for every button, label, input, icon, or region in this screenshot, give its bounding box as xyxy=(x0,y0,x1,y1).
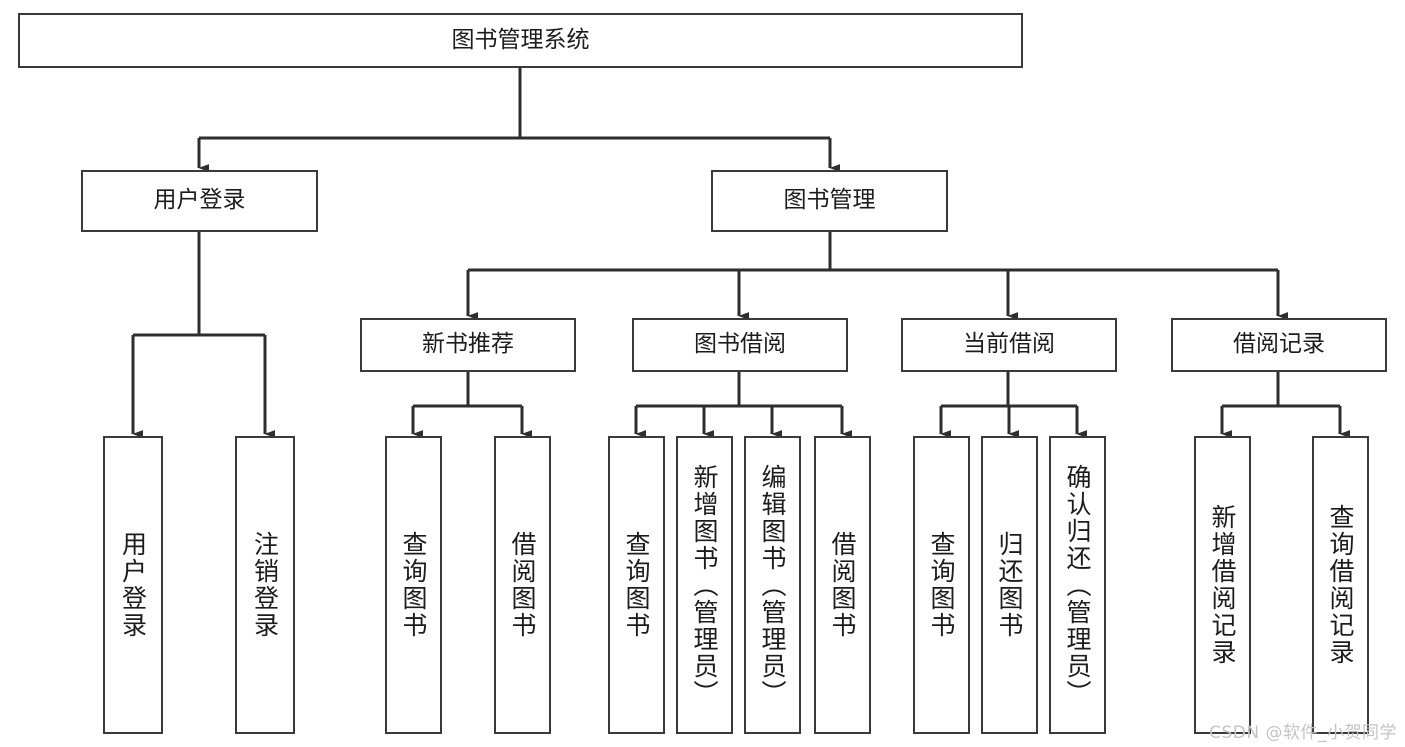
node-leaf-borrow-book-1[interactable]: 借阅图书 xyxy=(494,436,551,734)
node-root-label: 图书管理系统 xyxy=(451,26,590,53)
node-leaf-query-book-1[interactable]: 查询图书 xyxy=(385,436,442,734)
node-leaf-user-logout-label: 注销登录 xyxy=(250,531,280,639)
node-leaf-edit-book-label: 编辑图书（管理员） xyxy=(758,463,787,707)
node-leaf-borrow-book-1-label: 借阅图书 xyxy=(508,531,537,639)
node-book-management-group-label: 图书管理 xyxy=(783,187,876,214)
node-leaf-borrow-book-2[interactable]: 借阅图书 xyxy=(814,436,871,734)
node-user-login-group[interactable]: 用户登录 xyxy=(81,170,318,232)
node-leaf-borrow-book-2-label: 借阅图书 xyxy=(828,531,857,639)
node-new-book-recommend[interactable]: 新书推荐 xyxy=(360,318,576,372)
node-leaf-return-book-label: 归还图书 xyxy=(995,531,1024,639)
node-leaf-query-record-label: 查询借阅记录 xyxy=(1326,504,1355,666)
node-leaf-add-book-label: 新增图书（管理员） xyxy=(690,463,719,707)
node-leaf-add-book[interactable]: 新增图书（管理员） xyxy=(676,436,733,734)
node-leaf-query-book-3[interactable]: 查询图书 xyxy=(913,436,970,734)
node-new-book-recommend-label: 新书推荐 xyxy=(422,331,514,358)
node-user-login-group-label: 用户登录 xyxy=(153,187,246,214)
node-leaf-query-book-1-label: 查询图书 xyxy=(399,531,428,639)
node-book-management-group[interactable]: 图书管理 xyxy=(711,170,948,232)
node-leaf-query-book-2-label: 查询图书 xyxy=(622,531,651,639)
node-leaf-edit-book[interactable]: 编辑图书（管理员） xyxy=(744,436,801,734)
node-leaf-confirm-return[interactable]: 确认归还（管理员） xyxy=(1049,436,1106,734)
node-borrow-record[interactable]: 借阅记录 xyxy=(1171,318,1387,372)
node-leaf-user-logout[interactable]: 注销登录 xyxy=(235,436,295,734)
node-root[interactable]: 图书管理系统 xyxy=(18,13,1023,68)
node-leaf-user-login-label: 用户登录 xyxy=(118,531,148,639)
node-book-borrow-label: 图书借阅 xyxy=(694,331,786,358)
node-leaf-query-record[interactable]: 查询借阅记录 xyxy=(1312,436,1369,734)
node-borrow-record-label: 借阅记录 xyxy=(1233,331,1325,358)
node-leaf-add-record-label: 新增借阅记录 xyxy=(1208,504,1237,666)
node-leaf-confirm-return-label: 确认归还（管理员） xyxy=(1063,463,1092,707)
node-leaf-add-record[interactable]: 新增借阅记录 xyxy=(1194,436,1251,734)
node-leaf-query-book-2[interactable]: 查询图书 xyxy=(608,436,665,734)
node-current-borrow-label: 当前借阅 xyxy=(963,331,1055,358)
node-leaf-return-book[interactable]: 归还图书 xyxy=(981,436,1038,734)
node-leaf-query-book-3-label: 查询图书 xyxy=(927,531,956,639)
node-current-borrow[interactable]: 当前借阅 xyxy=(901,318,1117,372)
node-leaf-user-login[interactable]: 用户登录 xyxy=(103,436,163,734)
node-book-borrow[interactable]: 图书借阅 xyxy=(632,318,848,372)
